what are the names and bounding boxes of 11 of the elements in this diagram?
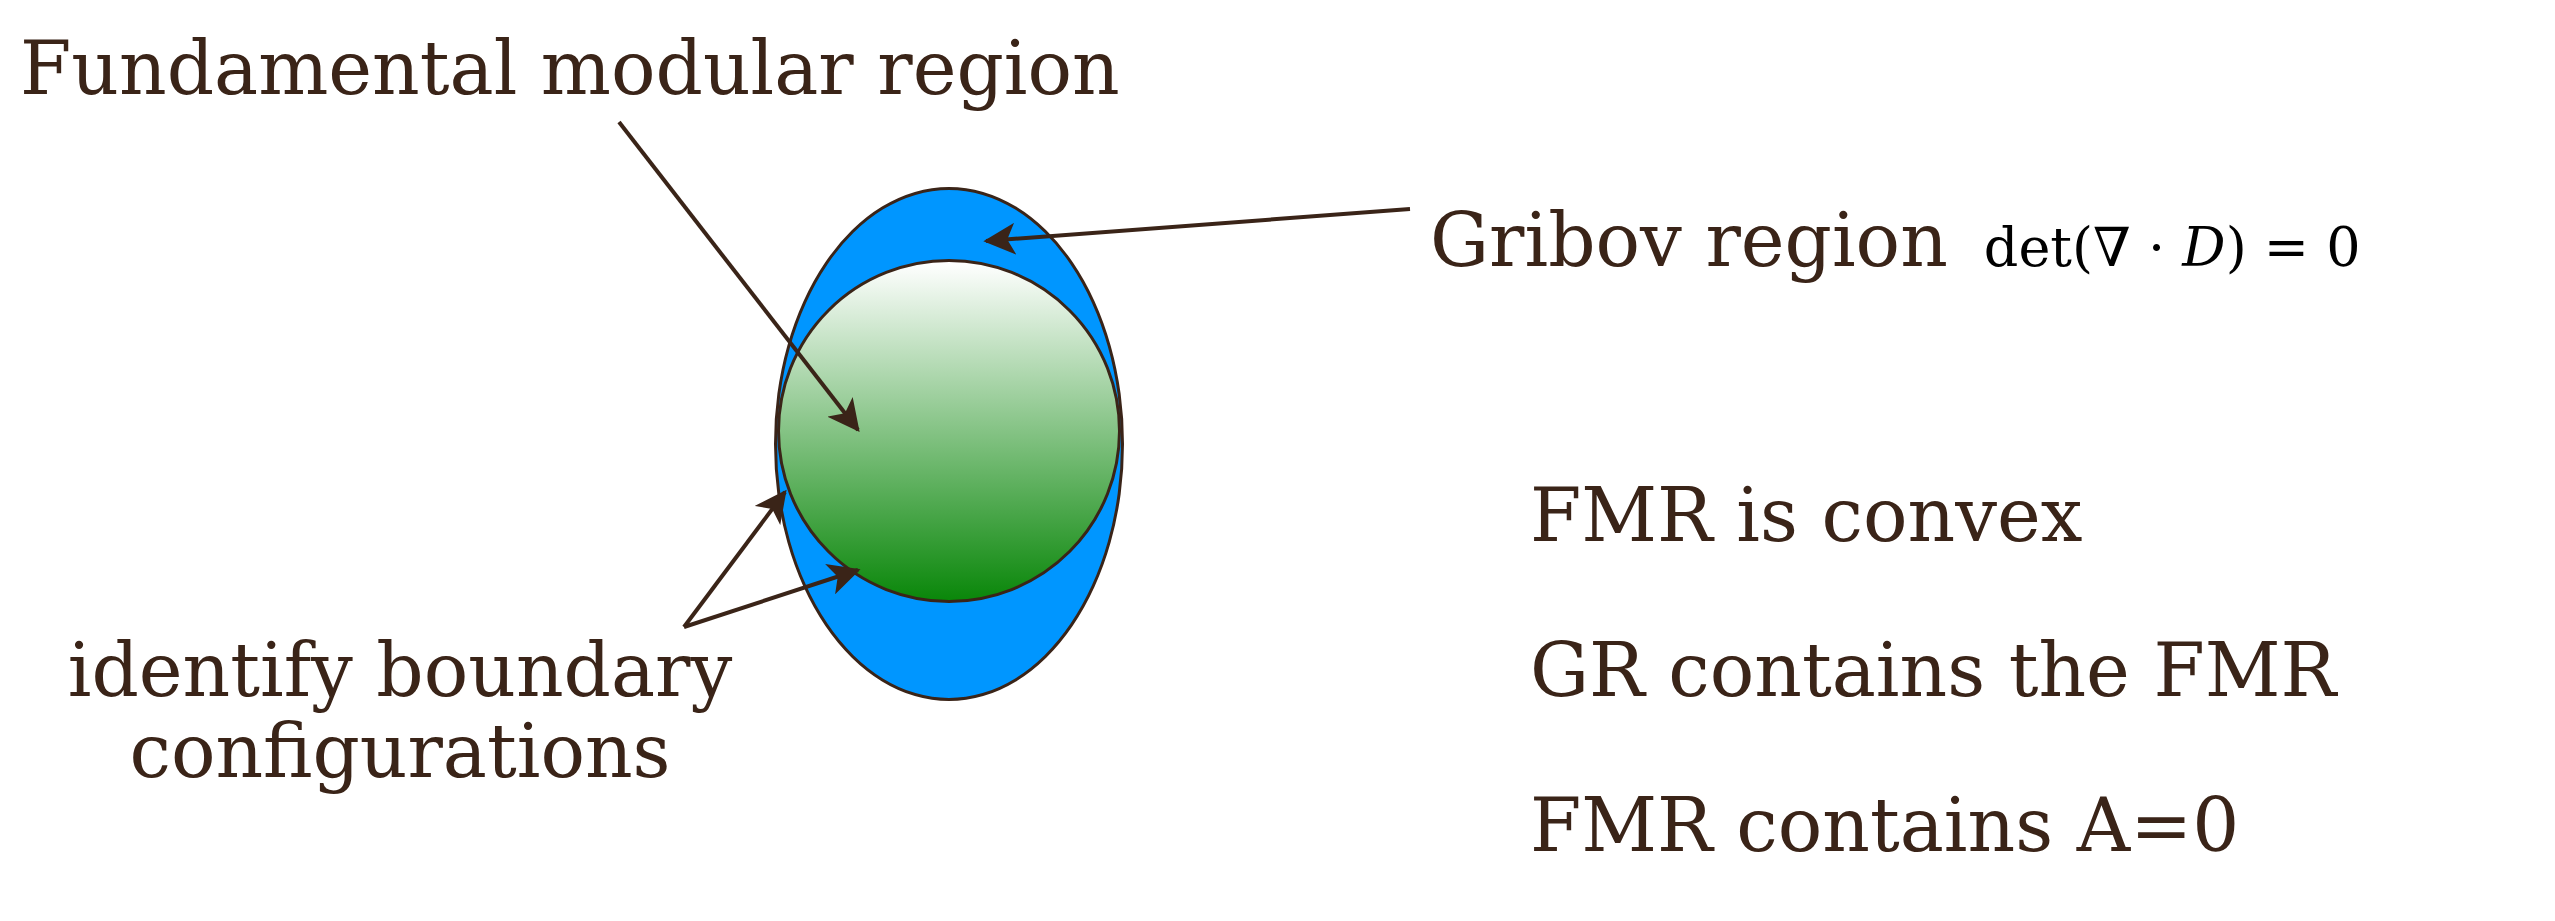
- callout-text: Fundamental modular region: [20, 28, 1120, 110]
- note-text: FMR contains A=0: [1530, 785, 2240, 867]
- leader-line: [682, 489, 787, 629]
- leader-line: [683, 563, 861, 629]
- note-text: FMR is convex: [1530, 475, 2083, 557]
- leader-line: [617, 120, 860, 433]
- callout-text: Gribov region: [1430, 200, 1948, 282]
- formula-text: det(∇ · D) = 0: [1983, 218, 2361, 278]
- callout-text: identify boundary configurations: [10, 630, 790, 793]
- note-text: GR contains the FMR: [1530, 630, 2337, 712]
- leader-line: [983, 207, 1411, 255]
